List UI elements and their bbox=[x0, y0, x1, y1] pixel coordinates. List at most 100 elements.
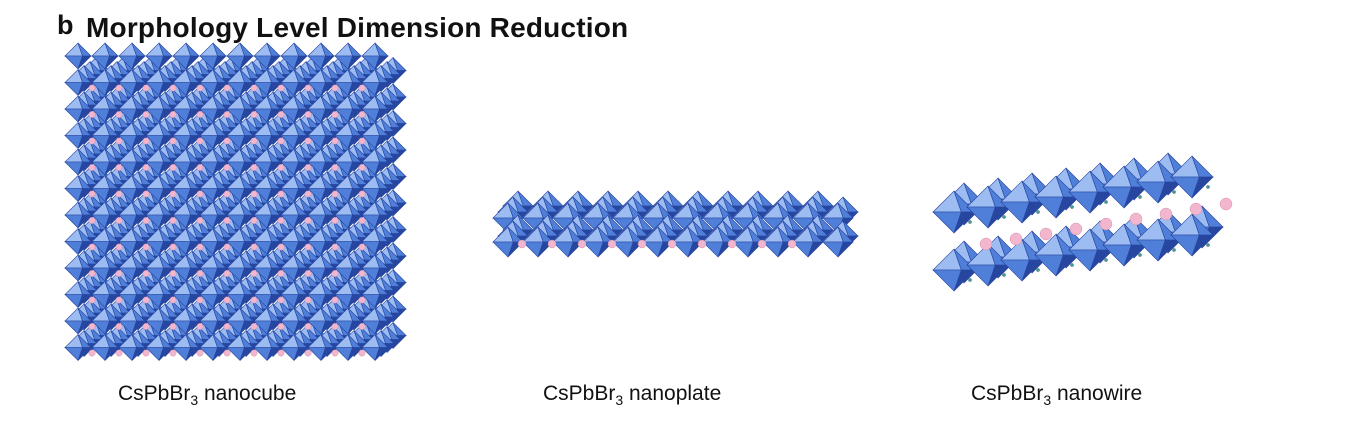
cesium-atom bbox=[331, 270, 339, 277]
cesium-atom bbox=[277, 137, 285, 145]
cesium-atom bbox=[169, 296, 177, 304]
cesium-atom bbox=[304, 190, 312, 198]
octahedron-face bbox=[320, 320, 335, 335]
octahedron-face bbox=[266, 320, 281, 335]
cesium-atom bbox=[517, 239, 527, 249]
octahedron-face bbox=[158, 108, 173, 123]
cesium-atom bbox=[304, 323, 312, 330]
octahedron-face bbox=[347, 347, 362, 361]
octahedron-face bbox=[374, 161, 389, 176]
octahedron-face bbox=[1055, 196, 1078, 219]
octahedron-face bbox=[320, 188, 335, 202]
octahedron-face bbox=[158, 188, 173, 202]
nanowire-caption: CsPbBr3 nanowire bbox=[971, 382, 1142, 407]
cesium-atom bbox=[277, 296, 285, 304]
octahedron-face bbox=[104, 214, 119, 229]
perovskite-plate-lattice-icon bbox=[492, 190, 859, 258]
cesium-atom bbox=[142, 217, 150, 224]
bromine-atom bbox=[1206, 242, 1211, 247]
cesium-atom bbox=[607, 239, 617, 249]
octahedron-face bbox=[320, 241, 335, 255]
cesium-atom bbox=[88, 164, 96, 171]
octahedron-face bbox=[374, 135, 389, 149]
octahedron-face bbox=[77, 347, 92, 361]
octahedron-face bbox=[320, 108, 335, 123]
cesium-atom bbox=[169, 164, 177, 171]
cesium-atom bbox=[88, 296, 96, 304]
cesium-atom bbox=[250, 217, 258, 224]
octahedron-face bbox=[266, 241, 281, 255]
bromine-atom bbox=[1069, 262, 1074, 267]
octahedron-face bbox=[266, 55, 281, 70]
cesium-atom bbox=[196, 323, 204, 330]
cesium-atom bbox=[331, 323, 339, 330]
octahedron-face bbox=[185, 55, 200, 70]
octahedron-face bbox=[185, 267, 200, 282]
octahedron-face bbox=[807, 241, 824, 258]
octahedron-face bbox=[266, 267, 281, 282]
cesium-atom bbox=[88, 111, 96, 118]
octahedron-face bbox=[212, 161, 227, 176]
formula-subscript: 3 bbox=[190, 392, 199, 408]
octahedron-face bbox=[77, 188, 92, 202]
octahedron-face bbox=[158, 82, 173, 96]
formula-prefix: CsPbBr bbox=[543, 382, 616, 405]
octahedron-face bbox=[374, 82, 389, 96]
structure-name: nanoplate bbox=[629, 382, 722, 405]
cesium-atom bbox=[223, 137, 231, 145]
cesium-atom bbox=[88, 137, 96, 145]
octahedron-face bbox=[131, 55, 146, 70]
cesium-atom bbox=[1069, 222, 1083, 236]
octahedron-face bbox=[131, 241, 146, 255]
cesium-atom bbox=[358, 323, 366, 330]
cesium-atom bbox=[88, 217, 96, 224]
cesium-atom bbox=[223, 270, 231, 277]
octahedron-face bbox=[293, 320, 308, 335]
octahedron-face bbox=[77, 294, 92, 308]
octahedron-face bbox=[320, 294, 335, 308]
cesium-atom bbox=[88, 84, 96, 92]
octahedron-face bbox=[1123, 186, 1146, 209]
octahedron-face bbox=[158, 294, 173, 308]
cesium-atom bbox=[169, 243, 177, 251]
octahedron-face bbox=[212, 241, 227, 255]
octahedron-face bbox=[131, 347, 146, 361]
octahedron-face bbox=[266, 108, 281, 123]
cesium-atom bbox=[196, 84, 204, 92]
cesium-atom bbox=[358, 217, 366, 224]
cesium-atom bbox=[787, 239, 797, 249]
octahedron-face bbox=[987, 206, 1010, 229]
octahedron-face bbox=[320, 161, 335, 176]
bromine-atom bbox=[1035, 267, 1040, 272]
cesium-atom bbox=[115, 270, 123, 277]
cesium-atom bbox=[88, 190, 96, 198]
octahedron-face bbox=[185, 347, 200, 361]
cesium-atom bbox=[250, 190, 258, 198]
cesium-atom bbox=[547, 239, 557, 249]
octahedron-face bbox=[347, 214, 362, 229]
cesium-atom bbox=[331, 217, 339, 224]
octahedron-face bbox=[77, 214, 92, 229]
cesium-atom bbox=[196, 111, 204, 118]
cesium-atom bbox=[223, 296, 231, 304]
cesium-atom bbox=[637, 239, 647, 249]
octahedron-face bbox=[104, 347, 119, 361]
octahedron-face bbox=[239, 241, 254, 255]
octahedron-face bbox=[212, 320, 227, 335]
cesium-atom bbox=[331, 164, 339, 171]
octahedron-face bbox=[837, 241, 854, 258]
cesium-atom bbox=[88, 270, 96, 277]
structure-name: nanocube bbox=[204, 382, 297, 405]
octahedron-face bbox=[104, 135, 119, 149]
cesium-atom bbox=[1039, 227, 1053, 241]
octahedron-face bbox=[239, 320, 254, 335]
octahedron-face bbox=[374, 55, 389, 70]
formula-prefix: CsPbBr bbox=[118, 382, 191, 405]
cesium-atom bbox=[358, 243, 366, 251]
octahedron-face bbox=[239, 161, 254, 176]
octahedron-face bbox=[104, 188, 119, 202]
octahedron-face bbox=[347, 267, 362, 282]
octahedron-face bbox=[104, 241, 119, 255]
cesium-atom bbox=[115, 349, 123, 357]
octahedron-face bbox=[104, 108, 119, 123]
